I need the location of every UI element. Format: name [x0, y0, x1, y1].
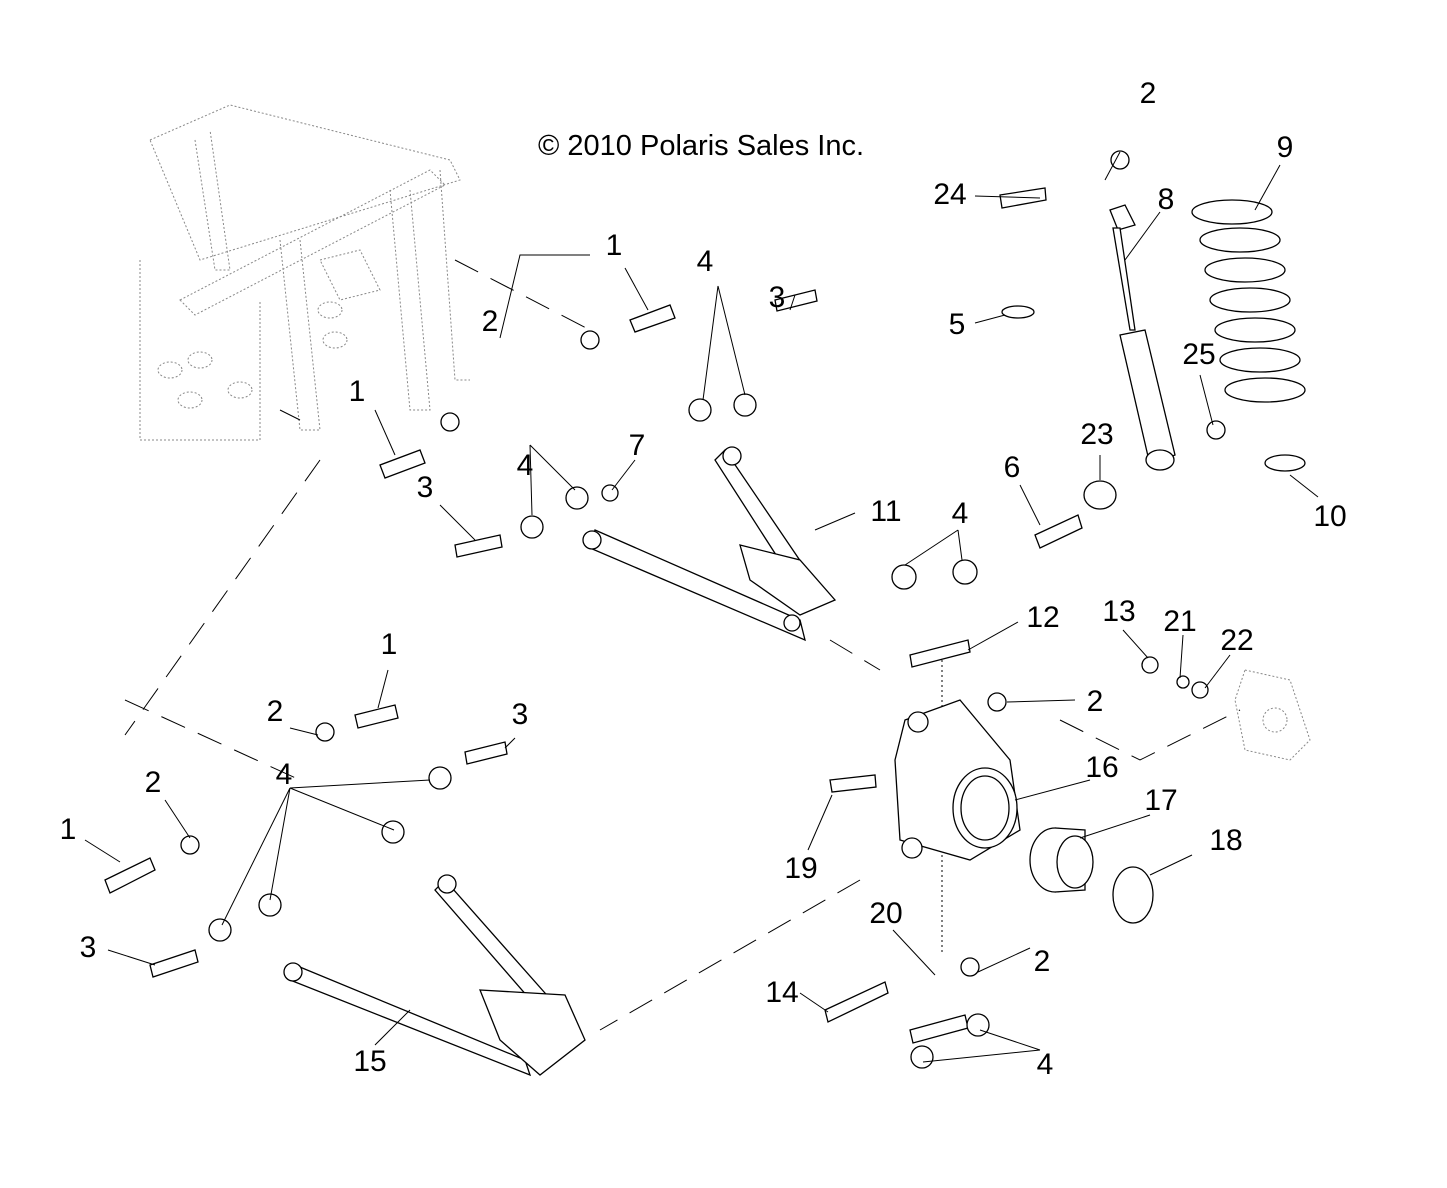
bolts — [104, 187, 1083, 1023]
callout-16: 16 — [1085, 751, 1119, 784]
callout-13: 13 — [1102, 595, 1136, 628]
callout-2: 2 — [266, 695, 284, 728]
callout-2: 2 — [1086, 685, 1104, 718]
callout-2: 2 — [1033, 945, 1051, 978]
callout-3: 3 — [79, 931, 97, 964]
callout-25: 25 — [1182, 338, 1216, 371]
callout-3: 3 — [768, 281, 786, 314]
lower-a-arm — [283, 874, 586, 1077]
callout-14: 14 — [765, 976, 799, 1009]
callout-1: 1 — [605, 229, 623, 262]
snap-ring — [1112, 866, 1154, 924]
leader-lines — [84, 151, 1319, 1063]
bushings-nuts — [180, 150, 1226, 1069]
callout-6: 6 — [1003, 451, 1021, 484]
callout-18: 18 — [1209, 824, 1243, 857]
callout-24: 24 — [933, 178, 967, 211]
bearing-carrier — [894, 699, 1021, 861]
callout-4: 4 — [275, 758, 293, 791]
callout-21: 21 — [1163, 605, 1197, 638]
callout-11: 11 — [870, 495, 902, 528]
callout-4: 4 — [951, 497, 969, 530]
callout-7: 7 — [628, 429, 646, 462]
callout-4: 4 — [516, 449, 534, 482]
callout-5: 5 — [948, 308, 966, 341]
callout-10: 10 — [1313, 500, 1347, 533]
callout-4: 4 — [696, 245, 714, 278]
callout-20: 20 — [869, 897, 903, 930]
callout-1: 1 — [380, 628, 398, 661]
callout-15: 15 — [353, 1045, 387, 1078]
spring-retainer — [1264, 454, 1306, 472]
callout-23: 23 — [1080, 418, 1114, 451]
callout-2: 2 — [1139, 77, 1157, 110]
callout-22: 22 — [1220, 624, 1254, 657]
callout-2: 2 — [481, 305, 499, 338]
callout-3: 3 — [511, 698, 529, 731]
callout-8: 8 — [1157, 183, 1175, 216]
callout-9: 9 — [1276, 131, 1294, 164]
callout-1: 1 — [348, 375, 366, 408]
callout-19: 19 — [784, 852, 818, 885]
pins — [149, 289, 971, 1044]
upper-a-arm — [582, 446, 837, 642]
reference-lines — [124, 259, 1241, 1031]
knuckle-ghost — [1234, 669, 1311, 761]
frame-ghost — [139, 104, 470, 441]
bearing — [1029, 827, 1094, 893]
callout-2: 2 — [144, 766, 162, 799]
callout-12: 12 — [1026, 601, 1060, 634]
copyright-notice: © 2010 Polaris Sales Inc. — [538, 130, 865, 162]
callout-1: 1 — [59, 813, 77, 846]
callout-4: 4 — [1036, 1048, 1054, 1081]
callout-17: 17 — [1144, 784, 1178, 817]
shock — [1109, 204, 1176, 471]
callout-3: 3 — [416, 471, 434, 504]
spring — [1191, 199, 1306, 403]
